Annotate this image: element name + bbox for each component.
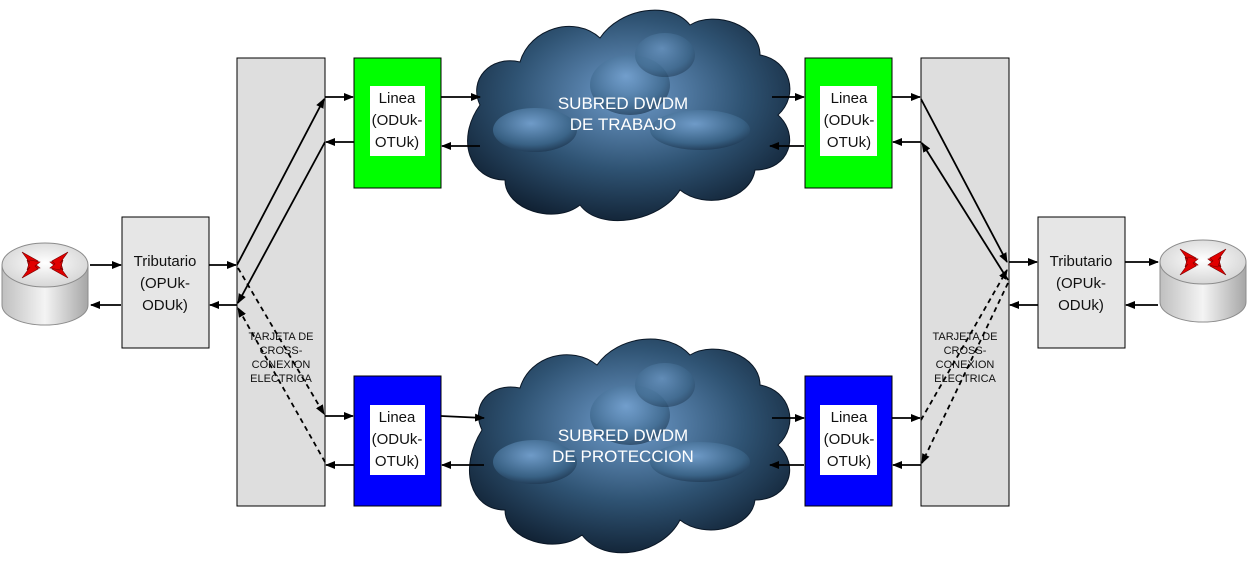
cloud-protect-label-line2: DE PROTECCION	[552, 447, 694, 466]
arrow-left-line-protect-to-cloud	[440, 413, 485, 422]
right-line-protect-line1: Linea	[831, 409, 868, 426]
right-cross-card-line4: ELECTRICA	[934, 373, 996, 385]
left-line-work-line1: Linea	[379, 90, 416, 107]
left-line-work-line3: OTUk)	[375, 134, 419, 151]
left-router	[1, 242, 89, 326]
cloud-icon	[467, 9, 791, 222]
right-line-protect: Linea (ODUk- OTUk)	[804, 375, 893, 507]
left-cross-card-line3: CONEXION	[252, 359, 311, 371]
arrow-right-cross-internal-down	[920, 98, 1008, 263]
right-router	[1159, 239, 1247, 323]
left-line-work-line2: (ODUk-	[372, 112, 423, 129]
cloud-protect-label-line1: SUBRED DWDM	[558, 426, 688, 445]
arrow-left-cross-protect-up	[237, 307, 326, 463]
right-line-protect-line3: OTUk)	[827, 453, 871, 470]
right-tributary-line1: Tributario	[1050, 253, 1113, 270]
right-tributary: Tributario (OPUk- ODUk)	[1037, 216, 1126, 349]
right-tributary-line3: ODUk)	[1058, 297, 1104, 314]
cloud-protect: SUBRED DWDM DE PROTECCION	[469, 338, 791, 554]
left-cross-card-line1: TARJETA DE	[249, 331, 314, 343]
left-cross-card-line2: CROSS-	[260, 345, 303, 357]
left-line-protect: Linea (ODUk- OTUk)	[353, 375, 442, 507]
cloud-work-label-line2: DE TRABAJO	[570, 115, 676, 134]
right-cross-card-line1: TARJETA DE	[933, 331, 998, 343]
left-tributary-line2: (OPUk-	[140, 275, 190, 292]
left-tributary-line3: ODUk)	[142, 297, 188, 314]
arrow-right-cross-protect-down	[921, 282, 1009, 464]
left-tributary-line1: Tributario	[134, 253, 197, 270]
right-cross-card-line2: CROSS-	[944, 345, 987, 357]
arrow-left-cross-internal-up	[236, 98, 325, 266]
cloud-icon	[469, 338, 791, 554]
right-cross-card: TARJETA DE CROSS- CONEXION ELECTRICA	[920, 57, 1010, 507]
left-tributary: Tributario (OPUk- ODUk)	[121, 216, 210, 349]
right-line-work-line2: (ODUk-	[824, 112, 875, 129]
cloud-work-label-line1: SUBRED DWDM	[558, 94, 688, 113]
left-line-protect-line1: Linea	[379, 409, 416, 426]
left-cross-card: TARJETA DE CROSS- CONEXION ELECTRICA	[236, 57, 326, 507]
connectors-solid	[90, 93, 1159, 469]
right-line-work-line1: Linea	[831, 90, 868, 107]
left-line-protect-line3: OTUk)	[375, 453, 419, 470]
arrow-right-cross-protect-up	[920, 269, 1008, 421]
cloud-work: SUBRED DWDM DE TRABAJO	[467, 9, 791, 222]
router-icon	[1159, 239, 1247, 323]
arrow-left-cross-internal-down	[237, 141, 326, 304]
arrow-left-cross-protect-down	[237, 267, 325, 415]
connectors-dashed	[237, 267, 1009, 464]
right-line-work: Linea (ODUk- OTUk)	[804, 57, 893, 189]
router-icon	[1, 242, 89, 326]
right-line-work-line3: OTUk)	[827, 134, 871, 151]
right-tributary-line2: (OPUk-	[1056, 275, 1106, 292]
arrow-right-cross-internal-up	[921, 142, 1009, 281]
right-line-protect-line2: (ODUk-	[824, 431, 875, 448]
left-line-protect-line2: (ODUk-	[372, 431, 423, 448]
left-cross-card-line4: ELECTRICA	[250, 373, 312, 385]
right-cross-card-line3: CONEXION	[936, 359, 995, 371]
left-line-work: Linea (ODUk- OTUk)	[353, 57, 442, 189]
